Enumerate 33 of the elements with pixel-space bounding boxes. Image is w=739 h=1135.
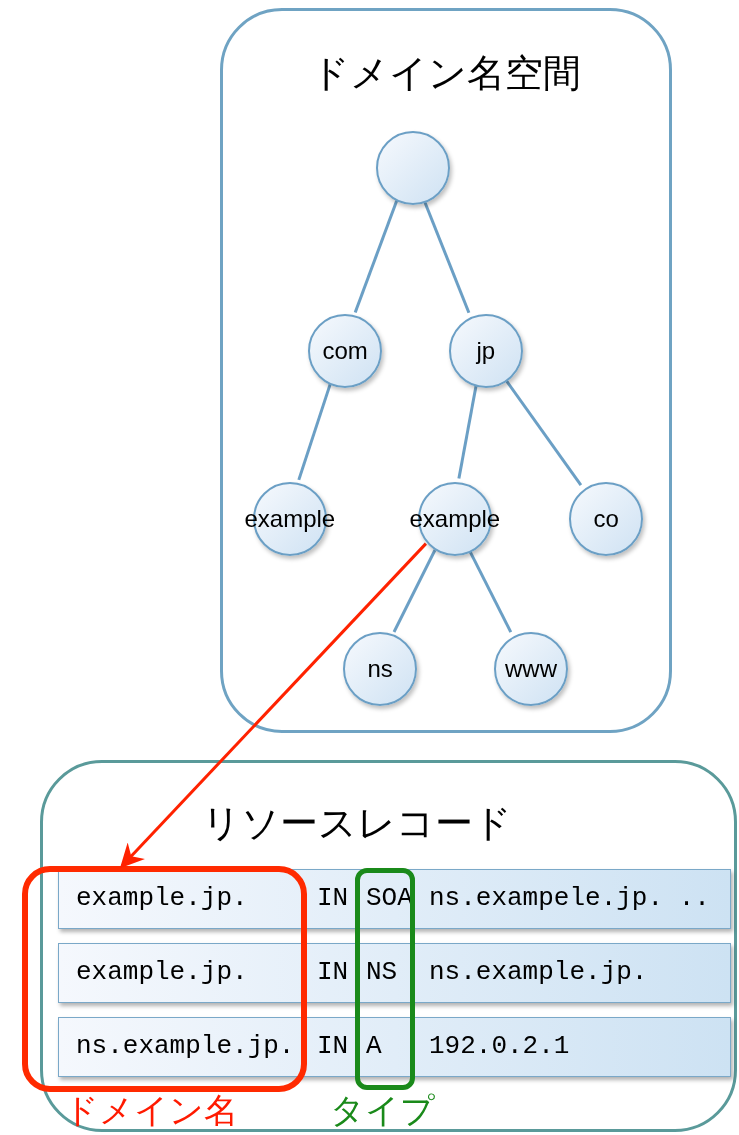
column-label: ドメイン名 — [64, 1092, 238, 1128]
node-label: com — [322, 336, 368, 366]
column-label: タイプ — [330, 1092, 435, 1128]
resource-record-panel — [40, 760, 737, 1132]
tree-line — [457, 385, 478, 479]
class-text: IN — [317, 883, 349, 913]
domain-name-text: ns.example.jp. — [76, 1031, 295, 1061]
node-label: jp — [476, 336, 496, 366]
tree-line — [392, 549, 437, 633]
type-text: A — [366, 1031, 382, 1061]
node-label: www — [505, 654, 557, 684]
domain-name-text: example.jp. — [76, 883, 248, 913]
domain-name-text: example.jp. — [76, 957, 248, 987]
record-row — [58, 1017, 731, 1077]
node-label: co — [593, 504, 619, 534]
type-text: SOA — [366, 883, 413, 913]
record-row — [58, 943, 731, 1003]
tree-line — [353, 200, 399, 313]
class-text: IN — [317, 957, 349, 987]
panel-title: ドメイン名空間 — [310, 51, 582, 96]
tree-line — [297, 383, 332, 481]
class-text: IN — [317, 1031, 349, 1061]
panel-title: リソースレコード — [201, 801, 513, 846]
record-row — [58, 869, 731, 929]
record-data-text: ns.exampele.jp. .. — [429, 883, 710, 913]
node-label: ns — [367, 654, 393, 684]
node-label: example — [409, 504, 501, 534]
record-data-text: 192.0.2.1 — [429, 1031, 570, 1061]
domain-space-panel — [220, 8, 672, 733]
type-text: NS — [366, 957, 398, 987]
record-data-text: ns.example.jp. — [429, 957, 648, 987]
node-label: example — [244, 504, 336, 534]
arrow — [119, 542, 427, 869]
